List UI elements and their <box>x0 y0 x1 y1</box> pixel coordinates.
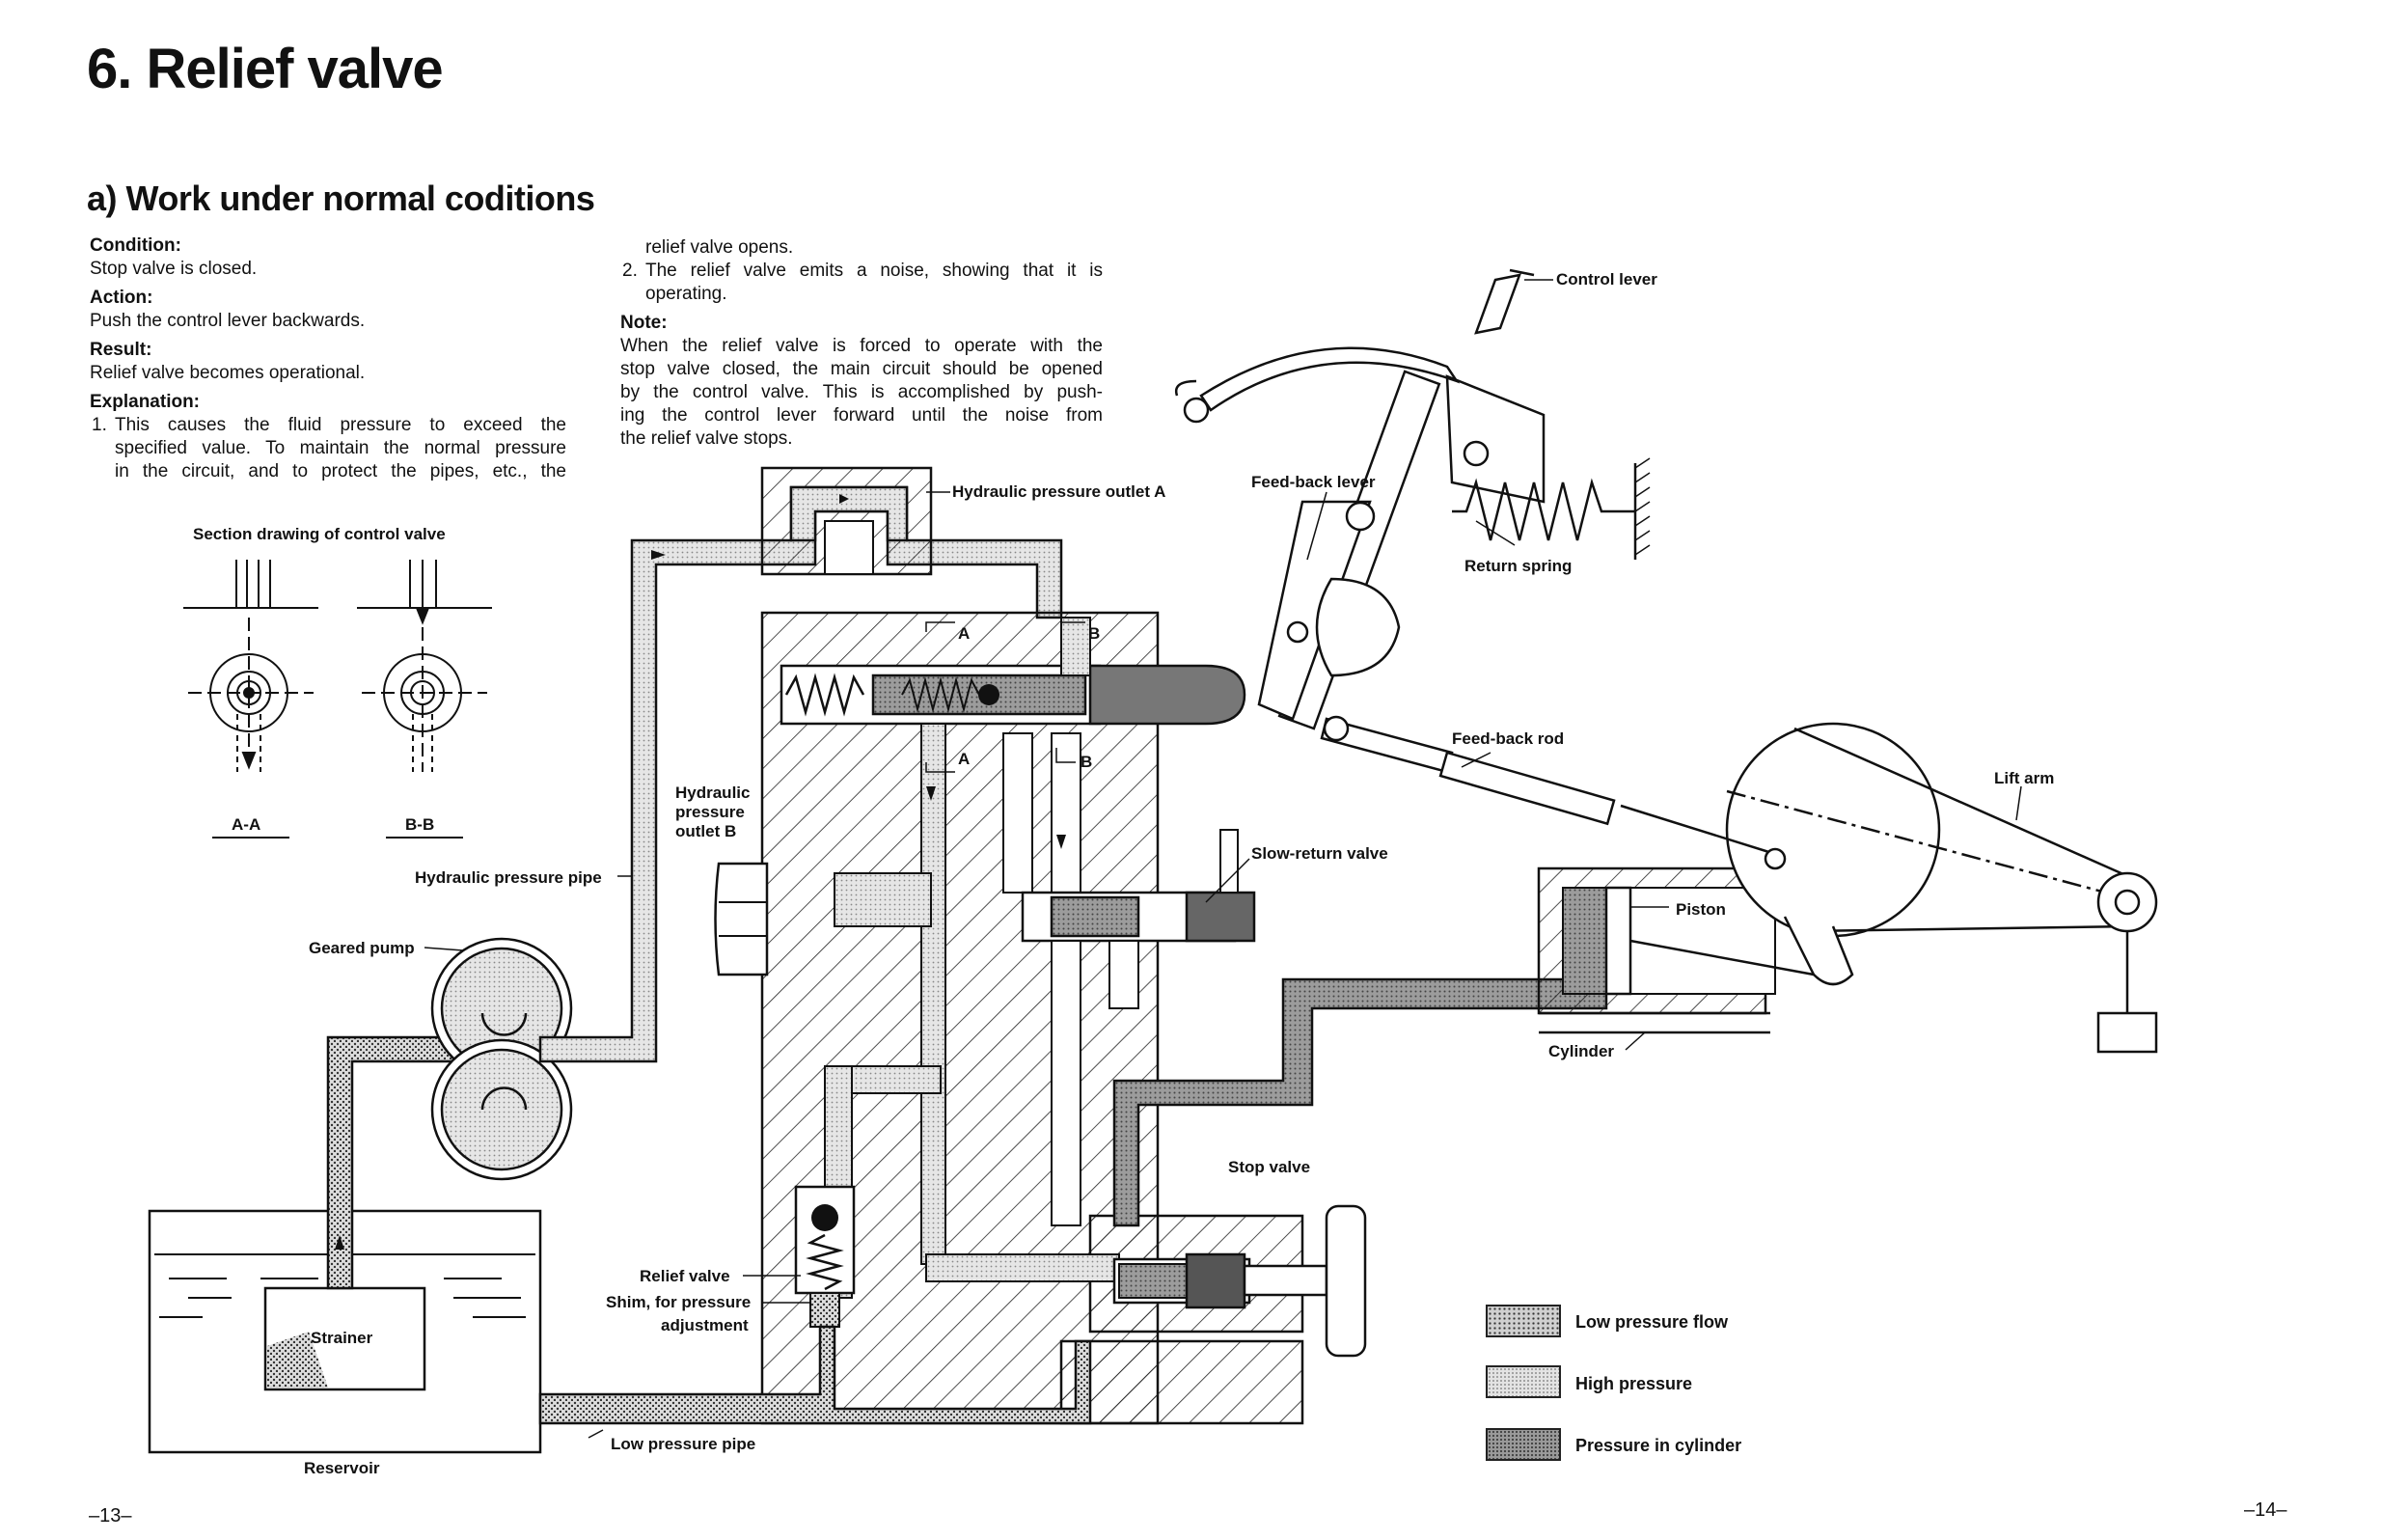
label-port-b-top: B <box>1088 624 1101 643</box>
label-port-b-bottom: B <box>1081 753 1093 771</box>
spool-spring <box>784 673 865 717</box>
label-slow-return-valve: Slow-return valve <box>1251 844 1388 863</box>
legend-swatch-cylinder-pressure <box>1486 1428 1561 1461</box>
note-line-2: stop valve closed, the main circuit shou… <box>620 359 1103 379</box>
label-low-pressure-pipe: Low pressure pipe <box>611 1435 756 1453</box>
result-text: Relief valve becomes operational. <box>90 363 366 383</box>
label-hydraulic-pressure-pipe: Hydraulic pressure pipe <box>415 868 602 887</box>
action-label: Action: <box>90 288 153 308</box>
label-outlet-a: Hydraulic pressure outlet A <box>952 482 1166 501</box>
explanation-1-continued: relief valve opens. <box>645 237 794 258</box>
outlet-b-plug <box>714 862 769 976</box>
explanation-label: Explanation: <box>90 392 201 412</box>
label-reservoir: Reservoir <box>304 1459 380 1477</box>
cylinder-pipe <box>1112 958 1608 1227</box>
section-drawing-title: Section drawing of control valve <box>193 525 446 543</box>
page-title: 6. Relief valve <box>87 38 444 100</box>
label-control-lever: Control lever <box>1556 270 1657 289</box>
feed-back-rod <box>1320 717 1787 870</box>
legend-swatch-low-pressure <box>1486 1305 1561 1337</box>
label-shim-2: adjustment <box>661 1316 749 1334</box>
relief-valve-spring <box>806 1233 844 1291</box>
label-lift-arm: Lift arm <box>1994 769 2055 787</box>
label-stop-valve: Stop valve <box>1228 1158 1311 1176</box>
result-label: Result: <box>90 340 152 360</box>
legend-label-cylinder-pressure: Pressure in cylinder <box>1575 1436 1742 1455</box>
stop-valve-handle[interactable] <box>1325 1204 1367 1358</box>
note-line-4: ing the control lever forward until the … <box>620 405 1103 426</box>
legend-label-high-pressure: High pressure <box>1575 1374 1693 1393</box>
section-drawing-bb <box>357 560 492 772</box>
control-valve-body <box>714 611 1304 1425</box>
note-label: Note: <box>620 313 668 333</box>
condition-label: Condition: <box>90 235 181 256</box>
return-spring <box>1452 457 1651 560</box>
note-line-1: When the relief valve is forced to opera… <box>620 336 1103 356</box>
note-line-5: the relief valve stops. <box>620 428 793 449</box>
explanation-2-line-2: operating. <box>645 284 727 304</box>
note-line-3: by the control valve. This is accomplish… <box>620 382 1103 402</box>
explanation-1-line-2: specified value. To maintain the normal … <box>115 438 566 458</box>
page-number-right: –14– <box>2244 1499 2287 1521</box>
section-drawing-aa <box>183 560 318 772</box>
left-text-column: Condition: Stop valve is closed. Action:… <box>90 234 566 483</box>
label-strainer: Strainer <box>311 1329 373 1347</box>
label-feed-back-lever: Feed-back lever <box>1251 473 1376 491</box>
label-port-a-top: A <box>958 624 971 643</box>
section-heading: a) Work under normal coditions <box>87 179 595 218</box>
spool-plunger <box>1088 664 1246 726</box>
label-geared-pump: Geared pump <box>309 939 415 957</box>
cylinder <box>1537 866 1815 1034</box>
condition-text: Stop valve is closed. <box>90 259 258 279</box>
feed-back-lever <box>1257 374 1546 742</box>
page-number-left: –13– <box>89 1505 132 1526</box>
section-label-aa: A-A <box>232 815 261 834</box>
explanation-1-line-3: in the circuit, and to protect the pipes… <box>115 461 566 481</box>
explanation-item-1: 1. This causes the fluid pressure to exce… <box>90 414 566 483</box>
explanation-2-line-1: The relief valve emits a noise, showing … <box>645 261 1103 281</box>
explanation-1-number: 1. <box>92 415 107 435</box>
geared-pump <box>430 937 573 1181</box>
legend-swatch-high-pressure <box>1486 1365 1561 1398</box>
explanation-1-line-1: This causes the fluid pressure to exceed… <box>115 415 566 435</box>
label-cylinder: Cylinder <box>1548 1042 1615 1060</box>
right-text-column: relief valve opens. 2. The relief valve e… <box>620 236 1103 451</box>
section-label-bb: B-B <box>405 815 435 834</box>
flow-arrows <box>335 494 1066 1250</box>
label-shim: Shim, for pressure <box>606 1293 752 1311</box>
slow-return-valve-spool <box>1050 895 1140 938</box>
legend-label-low-pressure: Low pressure flow <box>1575 1312 1729 1332</box>
label-port-a-bottom: A <box>958 750 971 768</box>
label-return-spring: Return spring <box>1464 557 1573 575</box>
stop-valve <box>1112 1204 1367 1358</box>
label-outlet-b: Hydraulic pressure outlet B <box>675 784 751 840</box>
piston <box>1604 886 1632 996</box>
lift-arm <box>1725 722 2158 1054</box>
low-pressure-pipe <box>538 1325 1092 1425</box>
action-text: Push the control lever backwards. <box>90 311 366 331</box>
leader-lines <box>424 279 2022 1439</box>
label-relief-valve: Relief valve <box>640 1267 730 1285</box>
label-feed-back-rod: Feed-back rod <box>1452 729 1565 748</box>
label-piston: Piston <box>1676 900 1726 919</box>
explanation-2-number: 2. <box>622 261 638 281</box>
